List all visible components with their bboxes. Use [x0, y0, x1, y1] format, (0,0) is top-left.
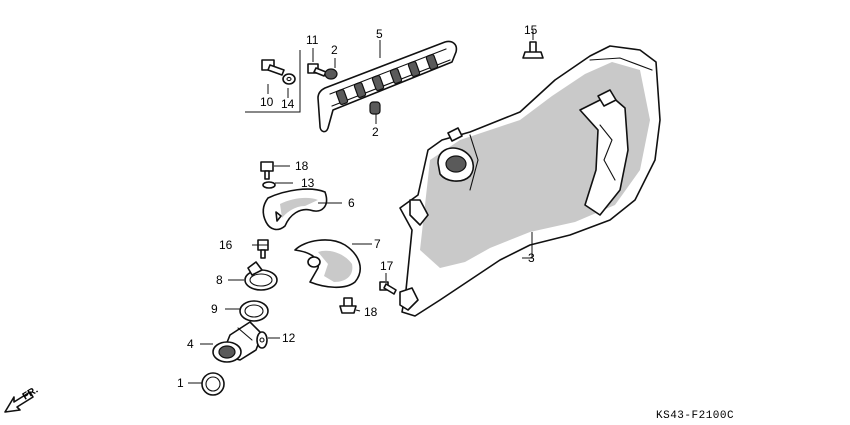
callout-4: 4: [187, 337, 194, 351]
part-5-grommet-strip: [317, 40, 458, 133]
callout-16: 16: [219, 238, 233, 252]
callout-10: 10: [260, 95, 274, 109]
bolt-17: [379, 281, 397, 295]
diagram-code: KS43-F2100C: [656, 410, 734, 422]
callout-15: 15: [524, 23, 538, 37]
part-9-ring: [239, 300, 269, 322]
callout-2-upper: 2: [331, 43, 338, 57]
part-12-screw: [256, 331, 268, 349]
part-3-main-cover: [399, 45, 661, 317]
callout-3: 3: [528, 251, 535, 265]
callout-6: 6: [348, 196, 355, 210]
callout-17: 17: [380, 259, 394, 273]
callout-13: 13: [301, 176, 315, 190]
washer-14: [282, 73, 296, 85]
callout-2-lower: 2: [372, 125, 379, 139]
part-6-upper-shield: [262, 188, 328, 231]
bolt-18-lower: [339, 297, 357, 314]
bolt-16: [257, 239, 269, 259]
callout-18-upper: 18: [295, 159, 309, 173]
leader-lines: [188, 40, 533, 384]
washer-13: [262, 181, 276, 189]
strip-slots: [335, 54, 439, 105]
part-1-gasket: [201, 372, 225, 396]
collar-2-lower: [369, 101, 381, 115]
callout-7: 7: [374, 237, 381, 251]
bolt-18-upper: [260, 161, 274, 180]
bolt-15: [522, 30, 544, 59]
front-arrow: FR.: [4, 385, 40, 413]
part-7-lower-shield: [294, 239, 361, 289]
part-4-joint-tube: [212, 321, 263, 363]
bolt-10: [261, 59, 285, 76]
callout-14: 14: [281, 97, 295, 111]
collar-2-upper: [324, 68, 338, 80]
callout-8: 8: [216, 273, 223, 287]
callout-18-lower: 18: [364, 305, 378, 319]
callout-5: 5: [376, 27, 383, 41]
callout-labels: 1 2 2 3 4 5 6 7 8 9 10 11 12 13 14 15 16…: [177, 23, 538, 390]
callout-11: 11: [306, 33, 319, 47]
bolt-11: [307, 63, 327, 77]
callout-12: 12: [282, 331, 296, 345]
part-8-clamp: [244, 261, 278, 291]
callout-9: 9: [211, 302, 218, 316]
callout-1: 1: [177, 376, 184, 390]
